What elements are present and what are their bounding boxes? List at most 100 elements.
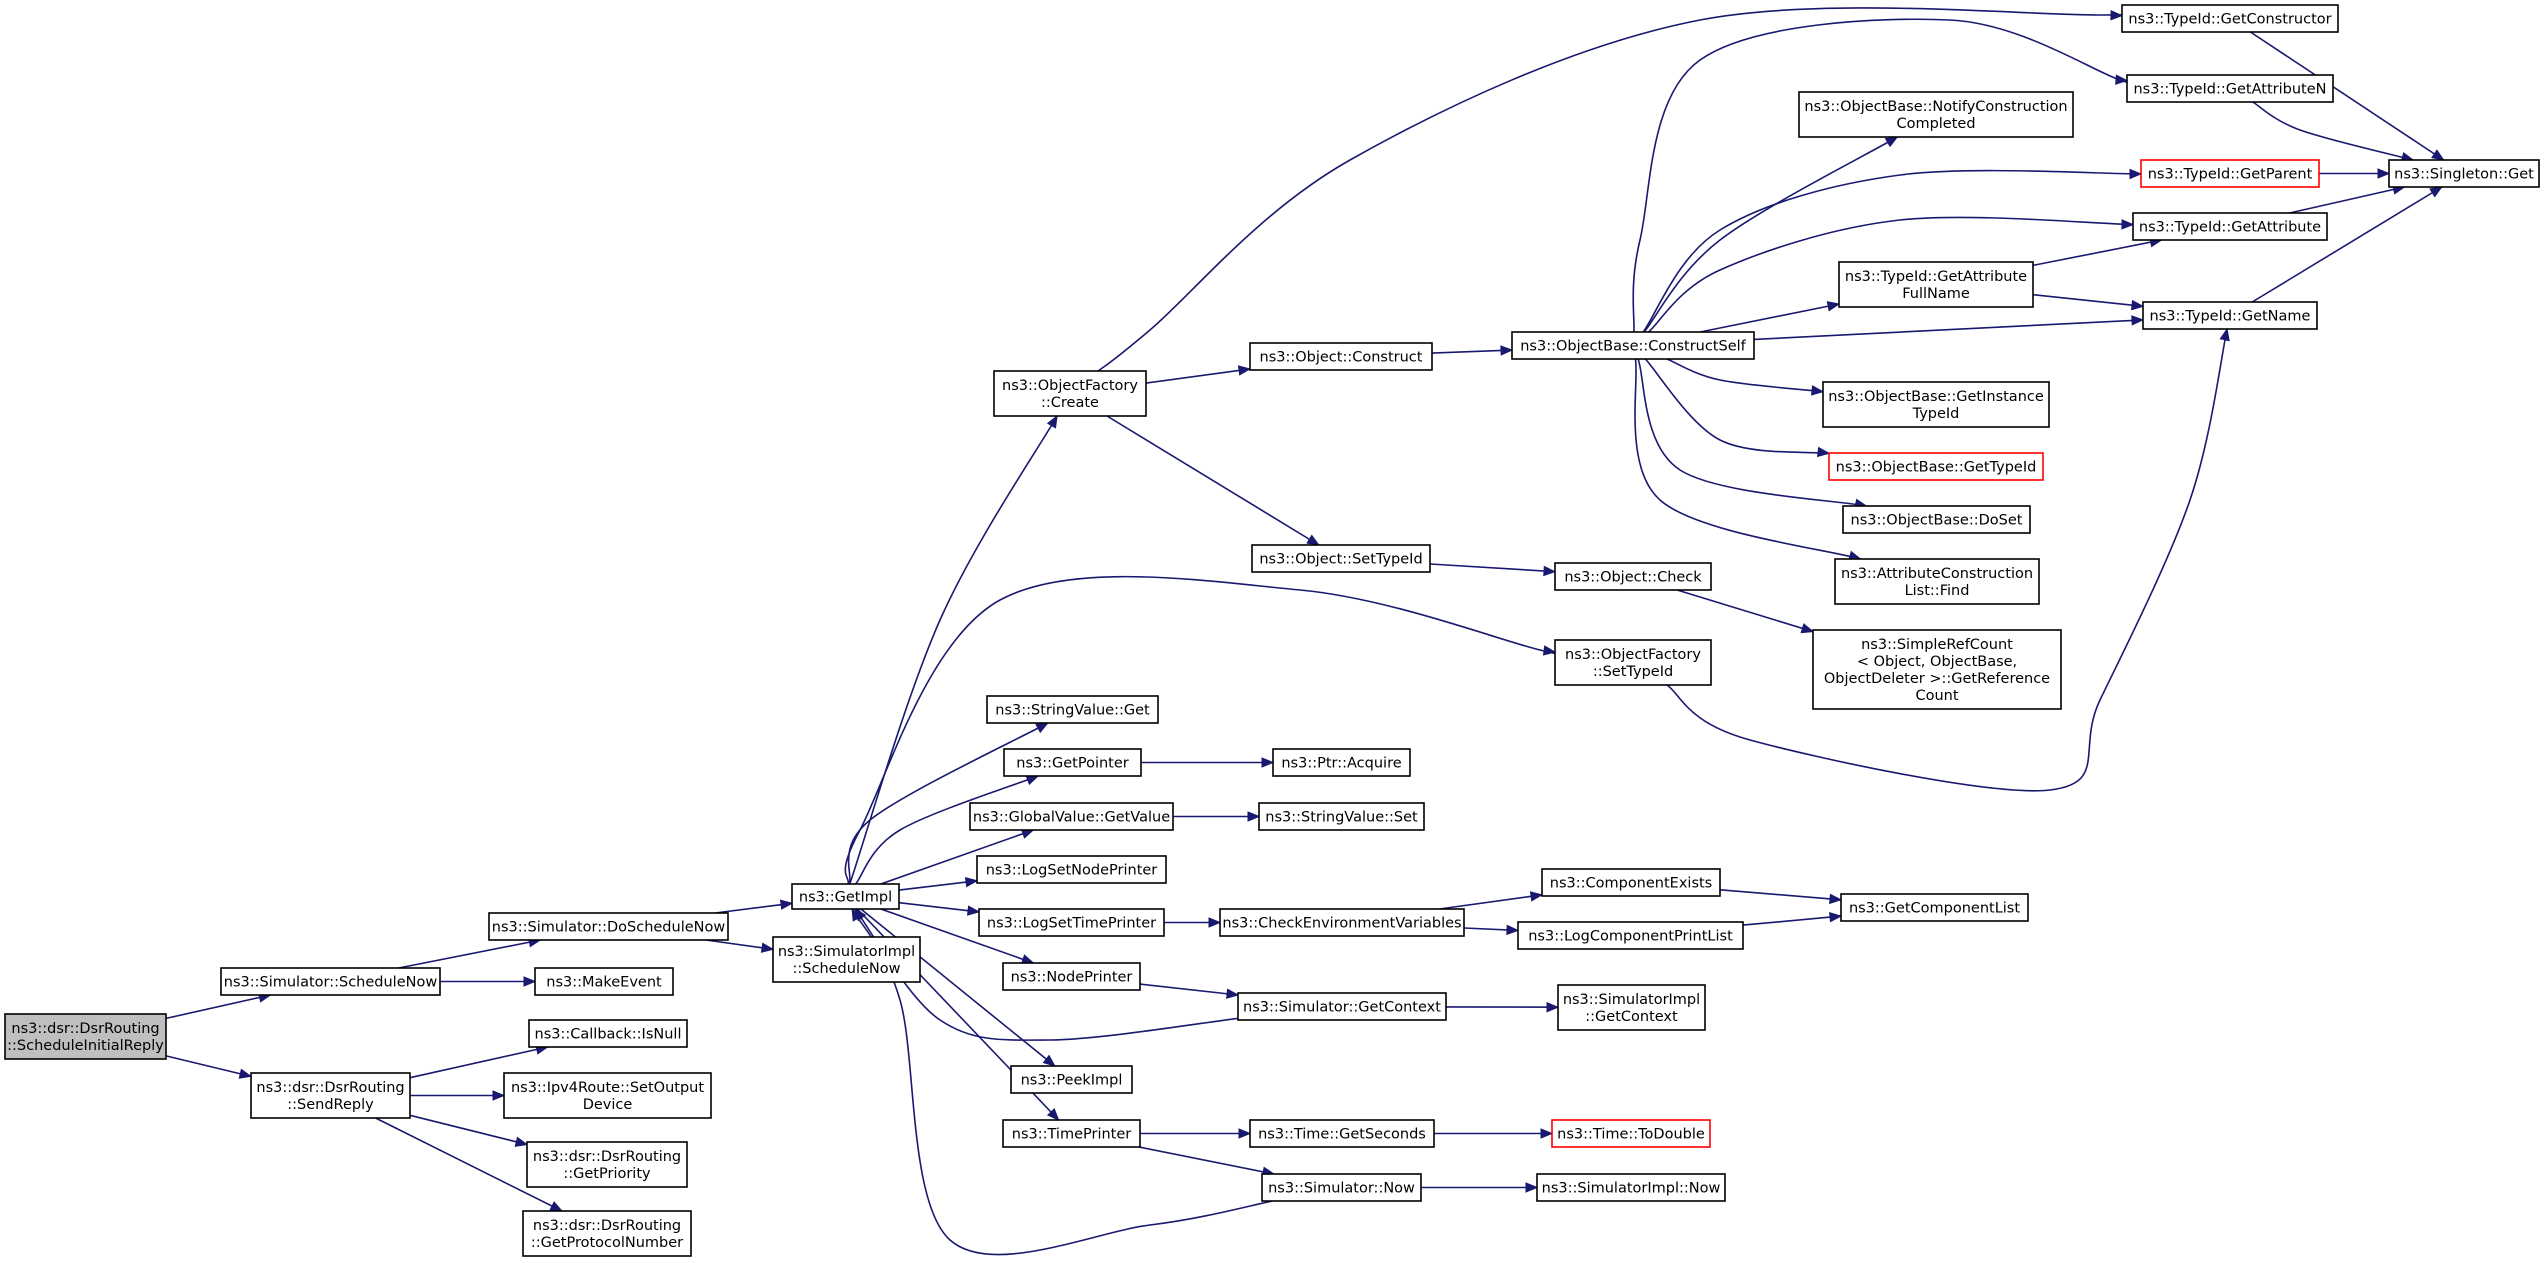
node-doSet[interactable]: ns3::ObjectBase::DoSet [1842,505,2031,534]
node-ofCreate[interactable]: ns3::ObjectFactory::Create [993,370,1147,417]
node-simGetContext[interactable]: ns3::Simulator::GetContext [1237,992,1447,1021]
node-box[interactable] [1840,893,2029,922]
node-box[interactable] [2388,159,2540,188]
node-getConstructor[interactable]: ns3::TypeId::GetConstructor [2121,4,2339,33]
node-notifyConstructionCompleted[interactable]: ns3::ObjectBase::NotifyConstructionCompl… [1798,91,2074,138]
node-callbackIsNull[interactable]: ns3::Callback::IsNull [528,1019,688,1048]
node-box[interactable] [1822,381,2050,428]
node-getImpl[interactable]: ns3::GetImpl [791,883,900,910]
node-box[interactable] [976,855,1167,884]
node-peekImpl[interactable]: ns3::PeekImpl [1010,1065,1133,1094]
node-box[interactable] [1838,261,2034,308]
node-box[interactable] [220,967,441,996]
node-box[interactable] [2126,74,2334,103]
node-box[interactable] [1798,91,2074,138]
node-logSetNodePrinter[interactable]: ns3::LogSetNodePrinter [976,855,1167,884]
node-objectConstruct[interactable]: ns3::Object::Construct [1249,342,1433,371]
node-box[interactable] [1517,921,1744,950]
node-box[interactable] [1554,639,1712,686]
node-simpleRefCount[interactable]: ns3::SimpleRefCount< Object, ObjectBase,… [1812,629,2062,710]
node-box[interactable] [1251,544,1431,573]
node-box[interactable] [1812,629,2062,710]
node-box[interactable] [1249,342,1433,371]
node-stringValueGet[interactable]: ns3::StringValue::Get [986,695,1159,724]
node-scheduleNow[interactable]: ns3::Simulator::ScheduleNow [220,967,441,996]
node-stringValueSet[interactable]: ns3::StringValue::Set [1258,802,1425,831]
node-getParent[interactable]: ns3::TypeId::GetParent [2140,159,2320,188]
node-box[interactable] [1002,962,1141,991]
node-box[interactable] [969,802,1174,831]
node-logSetTimePrinter[interactable]: ns3::LogSetTimePrinter [978,908,1165,937]
node-box[interactable] [1258,802,1425,831]
node-box[interactable] [1002,1119,1141,1148]
node-box[interactable] [2140,159,2320,188]
node-box[interactable] [1003,748,1142,777]
node-simImplScheduleNow[interactable]: ns3::SimulatorImpl::ScheduleNow [772,936,921,983]
node-obGetTypeId[interactable]: ns3::ObjectBase::GetTypeId [1828,452,2044,481]
node-objectCheck[interactable]: ns3::Object::Check [1554,562,1712,591]
node-logComponentPrintList[interactable]: ns3::LogComponentPrintList [1517,921,1744,950]
node-sendReply[interactable]: ns3::dsr::DsrRouting::SendReply [250,1072,411,1119]
node-box[interactable] [791,883,900,910]
node-getPointer[interactable]: ns3::GetPointer [1003,748,1142,777]
node-box[interactable] [1010,1065,1133,1094]
node-getComponentList[interactable]: ns3::GetComponentList [1840,893,2029,922]
node-box[interactable] [503,1072,712,1119]
node-getAttribute[interactable]: ns3::TypeId::GetAttribute [2132,212,2328,241]
node-box[interactable] [1511,331,1755,360]
node-box[interactable] [526,1141,688,1188]
node-simNow[interactable]: ns3::Simulator::Now [1261,1173,1422,1202]
node-box[interactable] [2142,301,2318,330]
node-box[interactable] [522,1210,692,1257]
node-box[interactable] [1828,452,2044,481]
node-getName[interactable]: ns3::TypeId::GetName [2142,301,2318,330]
node-box[interactable] [1536,1173,1726,1202]
node-simImplGetContext[interactable]: ns3::SimulatorImpl::GetContext [1557,984,1706,1031]
node-timeToDouble[interactable]: ns3::Time::ToDouble [1551,1119,1711,1148]
node-objectSetTypeId[interactable]: ns3::Object::SetTypeId [1251,544,1431,573]
node-box[interactable] [1261,1173,1422,1202]
node-getPriority[interactable]: ns3::dsr::DsrRouting::GetPriority [526,1141,688,1188]
node-doScheduleNow[interactable]: ns3::Simulator::DoScheduleNow [488,912,729,941]
node-globalValueGetValue[interactable]: ns3::GlobalValue::GetValue [969,802,1174,831]
node-box[interactable] [1557,984,1706,1031]
node-box[interactable] [534,967,674,996]
node-box[interactable] [1554,562,1712,591]
node-makeEvent[interactable]: ns3::MakeEvent [534,967,674,996]
node-constructSelf[interactable]: ns3::ObjectBase::ConstructSelf [1511,331,1755,360]
node-box[interactable] [1272,748,1411,777]
node-box[interactable] [4,1013,167,1060]
node-box[interactable] [993,370,1147,417]
node-ptrAcquire[interactable]: ns3::Ptr::Acquire [1272,748,1411,777]
node-singletonGet[interactable]: ns3::Singleton::Get [2388,159,2540,188]
node-box[interactable] [1842,505,2031,534]
node-timePrinter[interactable]: ns3::TimePrinter [1002,1119,1141,1148]
node-getAttributeN[interactable]: ns3::TypeId::GetAttributeN [2126,74,2334,103]
node-box[interactable] [1219,908,1465,937]
node-box[interactable] [978,908,1165,937]
node-box[interactable] [1541,868,1721,897]
node-box[interactable] [986,695,1159,724]
node-box[interactable] [1237,992,1447,1021]
node-box[interactable] [1834,558,2040,605]
node-box[interactable] [772,936,921,983]
node-box[interactable] [528,1019,688,1048]
node-box[interactable] [2121,4,2339,33]
node-box[interactable] [1551,1119,1711,1148]
node-root[interactable]: ns3::dsr::DsrRouting::ScheduleInitialRep… [4,1013,167,1060]
node-simImplNow[interactable]: ns3::SimulatorImpl::Now [1536,1173,1726,1202]
node-box[interactable] [2132,212,2328,241]
node-timeGetSeconds[interactable]: ns3::Time::GetSeconds [1249,1119,1435,1148]
node-ofSetTypeId[interactable]: ns3::ObjectFactory::SetTypeId [1554,639,1712,686]
node-box[interactable] [250,1072,411,1119]
node-componentExists[interactable]: ns3::ComponentExists [1541,868,1721,897]
node-nodePrinter[interactable]: ns3::NodePrinter [1002,962,1141,991]
node-box[interactable] [488,912,729,941]
node-checkEnvVars[interactable]: ns3::CheckEnvironmentVariables [1219,908,1465,937]
node-box[interactable] [1249,1119,1435,1148]
node-getProtocolNumber[interactable]: ns3::dsr::DsrRouting::GetProtocolNumber [522,1210,692,1257]
